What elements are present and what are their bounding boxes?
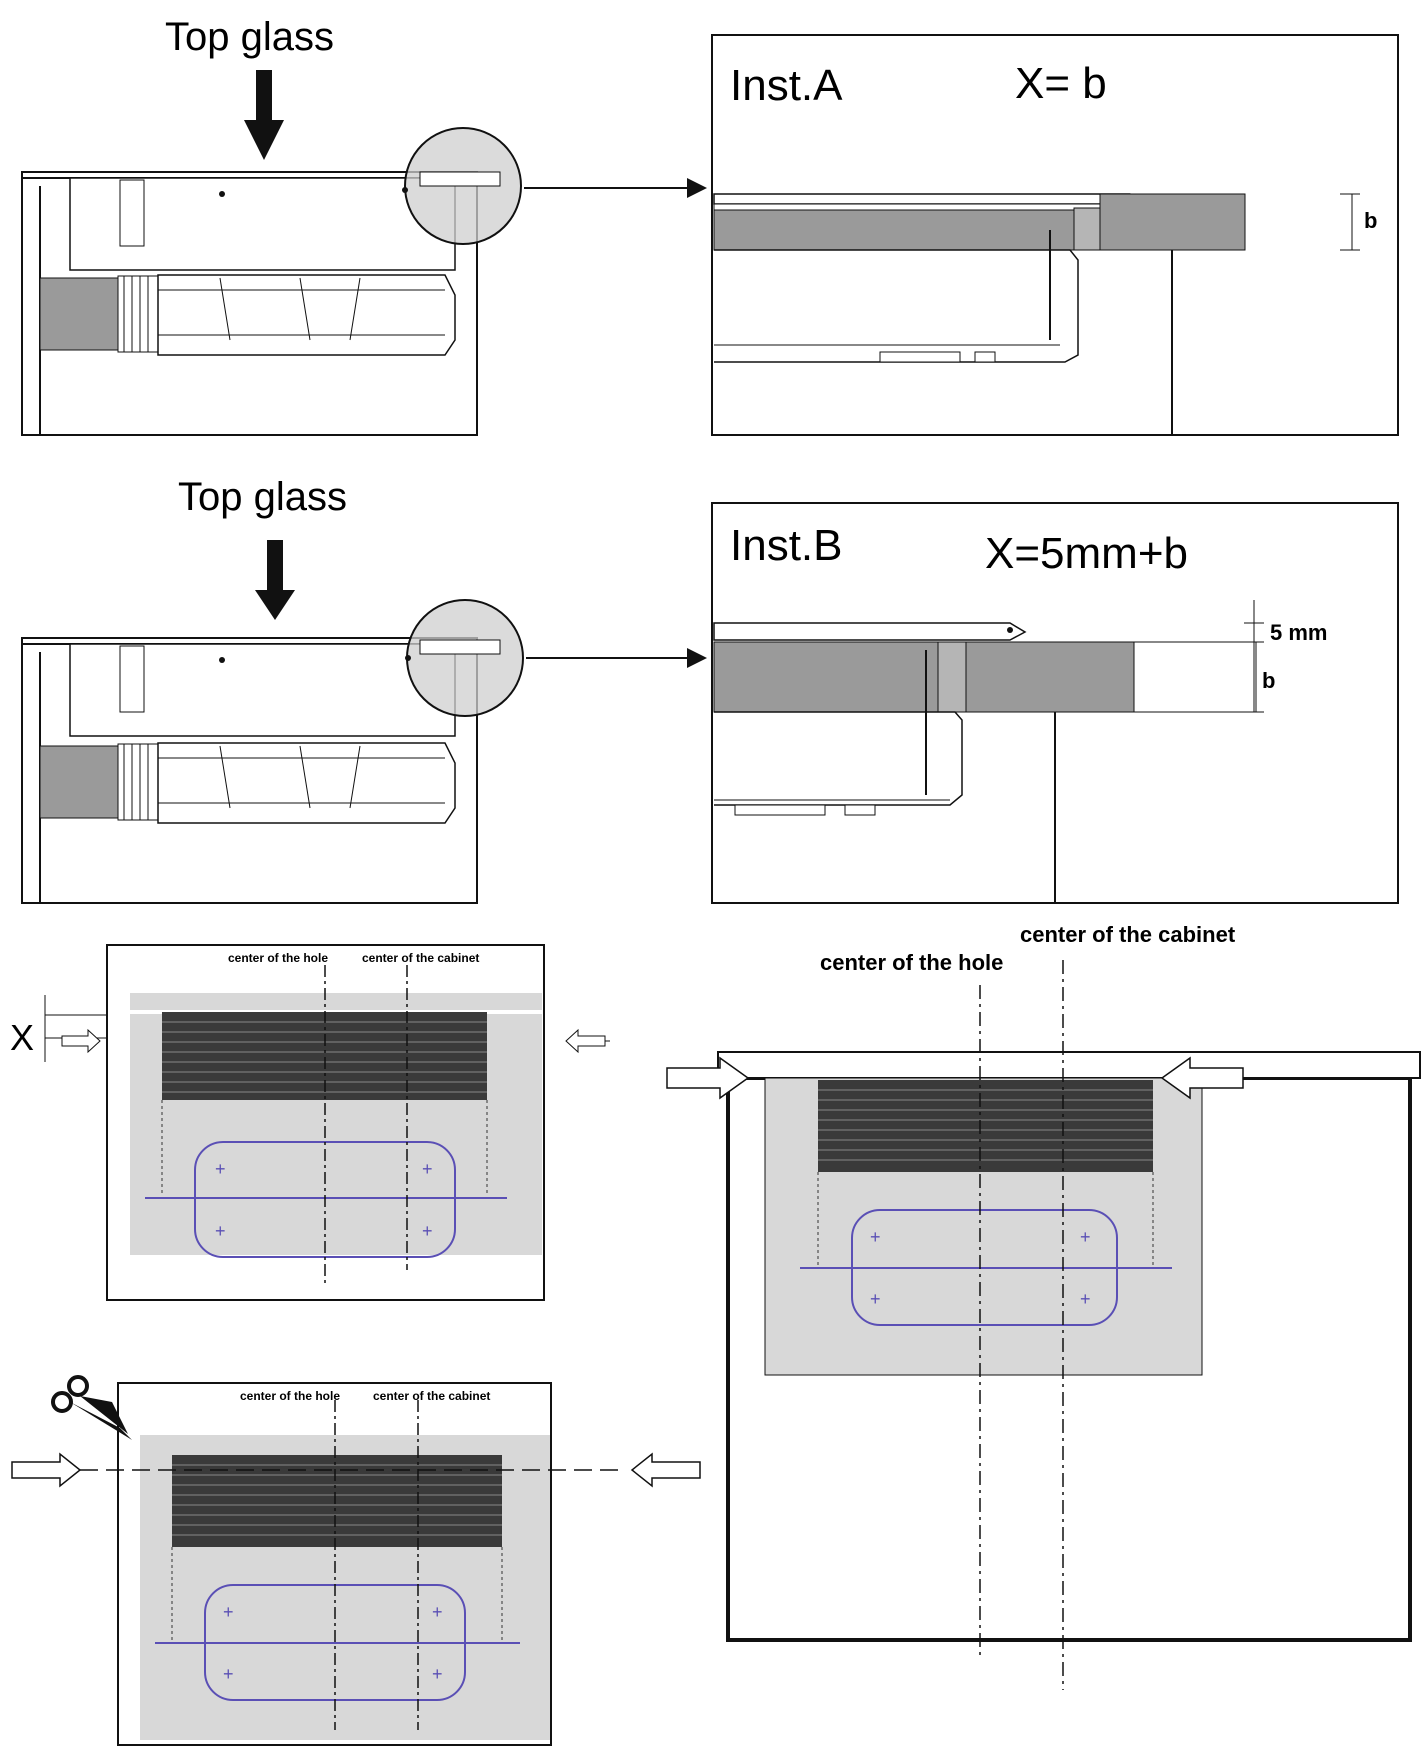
plan-view-cut: + + + + center of the hole center of the… <box>11 1375 701 1746</box>
plus-icon: + <box>1080 1227 1091 1247</box>
heating-coil <box>172 1455 502 1547</box>
inst-b-dim-gap: 5 mm <box>1270 620 1327 645</box>
cabinet-center-label-2: center of the cabinet <box>373 1389 490 1403</box>
heating-coil <box>818 1080 1153 1172</box>
inst-b-detail: Inst.B X=5mm+b 5 mm b <box>711 502 1399 904</box>
inst-b-title: Inst.B <box>730 521 843 570</box>
plus-icon: + <box>223 1602 234 1622</box>
plus-icon: + <box>215 1221 226 1241</box>
plus-icon: + <box>870 1227 881 1247</box>
plus-icon: + <box>422 1159 433 1179</box>
inst-b-dim-b: b <box>1262 668 1275 693</box>
down-arrow-icon <box>244 70 284 160</box>
hole-center-label-3: center of the hole <box>820 950 1003 975</box>
hole-center-label: center of the hole <box>228 951 328 965</box>
side-view-a: Top glass <box>21 15 707 436</box>
cabinet-center-label-3: center of the cabinet <box>1020 922 1236 947</box>
scissors-icon <box>51 1375 132 1440</box>
inst-a-detail: Inst.A X= b b <box>711 34 1399 436</box>
inst-a-dim-b: b <box>1364 208 1377 233</box>
x-dim-label: X <box>10 1017 34 1058</box>
plus-icon: + <box>870 1289 881 1309</box>
plus-icon: + <box>1080 1289 1091 1309</box>
hole-center-label-2: center of the hole <box>240 1389 340 1403</box>
plan-view-installed: + + + + center of the hole center of the… <box>666 922 1421 1690</box>
down-arrow-icon <box>255 540 295 620</box>
inst-b-formula: X=5mm+b <box>985 529 1188 578</box>
inst-a-title: Inst.A <box>730 61 843 110</box>
top-glass-label-b: Top glass <box>178 475 347 519</box>
plus-icon: + <box>432 1664 443 1684</box>
side-view-b: Top glass <box>21 475 707 904</box>
plus-icon: + <box>223 1664 234 1684</box>
zoom-circle-icon <box>406 599 524 717</box>
cabinet-center-label: center of the cabinet <box>362 951 479 965</box>
push-arrow-icon <box>11 1452 82 1488</box>
push-arrow-icon <box>630 1452 701 1488</box>
plan-view-x: + + + + center of the hole center of the… <box>10 944 610 1301</box>
push-arrow-icon <box>666 1056 750 1100</box>
plus-icon: + <box>422 1221 433 1241</box>
push-arrow-icon <box>1160 1056 1244 1100</box>
top-glass-label-a: Top glass <box>165 15 334 59</box>
push-arrow-icon <box>61 1028 101 1054</box>
plus-icon: + <box>432 1602 443 1622</box>
inst-a-formula: X= b <box>1015 59 1107 108</box>
push-arrow-icon <box>565 1028 610 1054</box>
plus-icon: + <box>215 1159 226 1179</box>
